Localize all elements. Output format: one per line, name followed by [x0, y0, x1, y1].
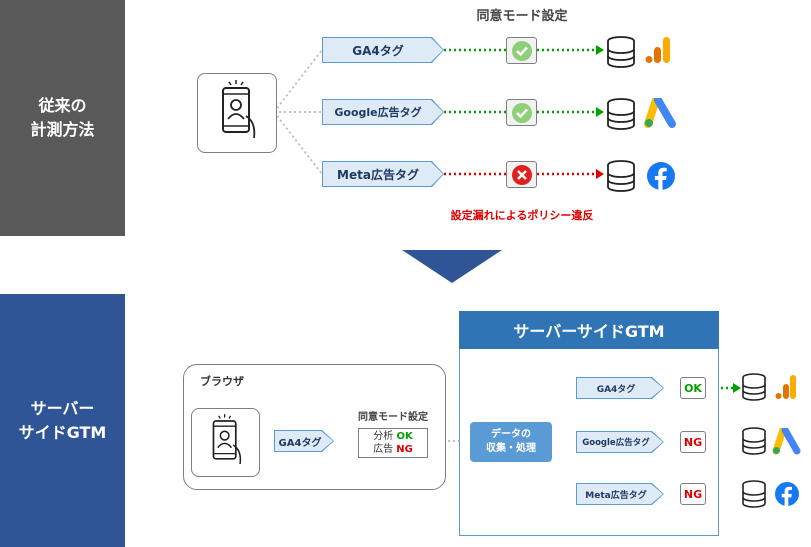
tag-meta-label: Meta広告タグ	[323, 162, 443, 186]
check-icon	[511, 40, 532, 61]
arrowhead-google-ads	[596, 107, 604, 117]
sgtm-tag-ga4-label: GA4タグ	[577, 378, 663, 398]
browser-consent-title: 同意モード設定	[358, 412, 428, 423]
consent-mode-title: 同意モード設定	[476, 9, 568, 24]
consent-row-analytics: 分析 OK	[359, 430, 427, 443]
error-icon	[511, 164, 532, 185]
tag-ga4-label: GA4タグ	[323, 38, 443, 62]
consent-settings-box: 分析 OK 広告 NG	[358, 428, 428, 458]
sgtm-title: サーバーサイドGTM	[459, 311, 719, 349]
traditional-method-label: 従来の 計測方法	[0, 0, 125, 236]
tag-google-ads-label: Google広告タグ	[323, 100, 443, 124]
label-line1: 従来の	[38, 96, 87, 115]
database-icon	[607, 160, 635, 192]
data-processing-box: データの 収集・処理	[470, 422, 552, 462]
label-line2: サイドGTM	[18, 422, 107, 442]
label-line1: サーバー	[30, 398, 95, 418]
connector-meta	[273, 111, 323, 175]
sgtm-tag-meta: Meta広告タグ	[576, 483, 664, 505]
browser-tag-ga4-label: GA4タグ	[275, 431, 333, 451]
check-icon	[511, 102, 532, 123]
database-icon	[742, 480, 766, 508]
browser-tag-ga4: GA4タグ	[274, 430, 334, 452]
tag-google-ads: Google広告タグ	[322, 99, 444, 125]
status-meta	[506, 161, 537, 188]
sgtm-tag-google-ads: Google広告タグ	[576, 431, 664, 453]
consent-analytics-value: OK	[396, 431, 413, 442]
smartphone-icon	[222, 80, 256, 139]
facebook-icon	[775, 482, 799, 506]
sgtm-tag-google-ads-label: Google広告タグ	[577, 432, 663, 452]
process-line2: 収集・処理	[486, 443, 536, 454]
arrowhead-sgtm-ga4	[733, 383, 741, 393]
database-icon	[607, 36, 635, 68]
consent-ads-label: 広告	[373, 444, 394, 455]
sgtm-tag-ga4: GA4タグ	[576, 377, 664, 399]
database-icon	[742, 373, 766, 401]
process-line1: データの	[491, 429, 531, 440]
sgtm-tag-meta-label: Meta広告タグ	[577, 484, 663, 504]
tag-meta: Meta広告タグ	[322, 161, 444, 187]
database-icon	[742, 427, 766, 455]
arrowhead-meta	[596, 169, 604, 179]
smartphone-user-box	[191, 408, 260, 477]
label-line2: 計測方法	[30, 120, 95, 139]
google-analytics-icon	[645, 37, 670, 63]
sgtm-status-meta: NG	[680, 483, 706, 505]
transition-arrow	[402, 250, 502, 283]
policy-violation-warning: 設定漏れによるポリシー違反	[450, 209, 594, 222]
browser-title: ブラウザ	[200, 375, 244, 388]
smartphone-icon	[212, 414, 242, 465]
smartphone-user-box	[197, 73, 277, 153]
consent-ads-value: NG	[396, 444, 413, 455]
server-side-gtm-label: サーバー サイドGTM	[0, 294, 125, 547]
google-analytics-icon	[775, 375, 796, 399]
google-ads-icon	[644, 98, 676, 128]
sgtm-status-ga4: OK	[680, 377, 706, 399]
status-ga4	[506, 37, 537, 64]
status-google-ads	[506, 99, 537, 126]
sgtm-status-google-ads: NG	[680, 431, 706, 453]
arrowhead-ga4	[596, 45, 604, 55]
database-icon	[607, 98, 635, 130]
tag-ga4: GA4タグ	[322, 37, 444, 63]
google-ads-icon	[772, 428, 801, 455]
facebook-icon	[647, 162, 675, 190]
consent-row-ads: 広告 NG	[359, 443, 427, 456]
consent-analytics-label: 分析	[373, 431, 394, 442]
connector-ga4	[273, 49, 323, 113]
